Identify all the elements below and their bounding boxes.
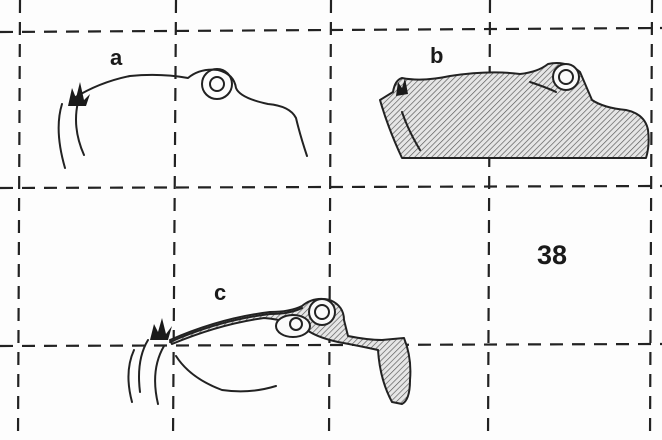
grid-line-v4 bbox=[488, 0, 490, 440]
panel-a-ear-back bbox=[59, 104, 65, 168]
figure-number: 38 bbox=[537, 240, 567, 270]
panel-b-shaded-head bbox=[380, 63, 649, 158]
panel-c-ear-middle bbox=[139, 340, 148, 392]
panel-b-head-silhouette bbox=[380, 63, 649, 158]
panel-c-partial-head bbox=[128, 299, 410, 404]
panel-c-upper-eye bbox=[315, 305, 329, 319]
panel-c-ear-front bbox=[155, 346, 164, 404]
grid-line-v3 bbox=[329, 0, 331, 440]
grid-line-v1 bbox=[18, 0, 20, 440]
panel-c-cheek-line bbox=[176, 356, 276, 391]
panel-c-ear-back bbox=[128, 350, 134, 402]
panel-a-ear-front bbox=[76, 102, 84, 155]
panel-b-eye bbox=[559, 70, 573, 84]
panel-c-label: c bbox=[214, 280, 226, 305]
panel-a-outline-head bbox=[59, 69, 307, 168]
panel-a-eye-ring bbox=[202, 69, 232, 99]
grid-line-v5 bbox=[650, 0, 652, 440]
panel-a-tuft-icon bbox=[68, 82, 90, 106]
panel-c-lower-eye bbox=[290, 318, 302, 330]
panel-a-label: a bbox=[110, 45, 123, 70]
panel-a-eye bbox=[210, 77, 224, 91]
panel-c-tuft-icon bbox=[150, 318, 172, 340]
grid-line-h3 bbox=[0, 344, 662, 346]
panel-b-label: b bbox=[430, 43, 443, 68]
panel-a-head-contour bbox=[74, 70, 307, 156]
grid-line-v2 bbox=[173, 0, 176, 440]
